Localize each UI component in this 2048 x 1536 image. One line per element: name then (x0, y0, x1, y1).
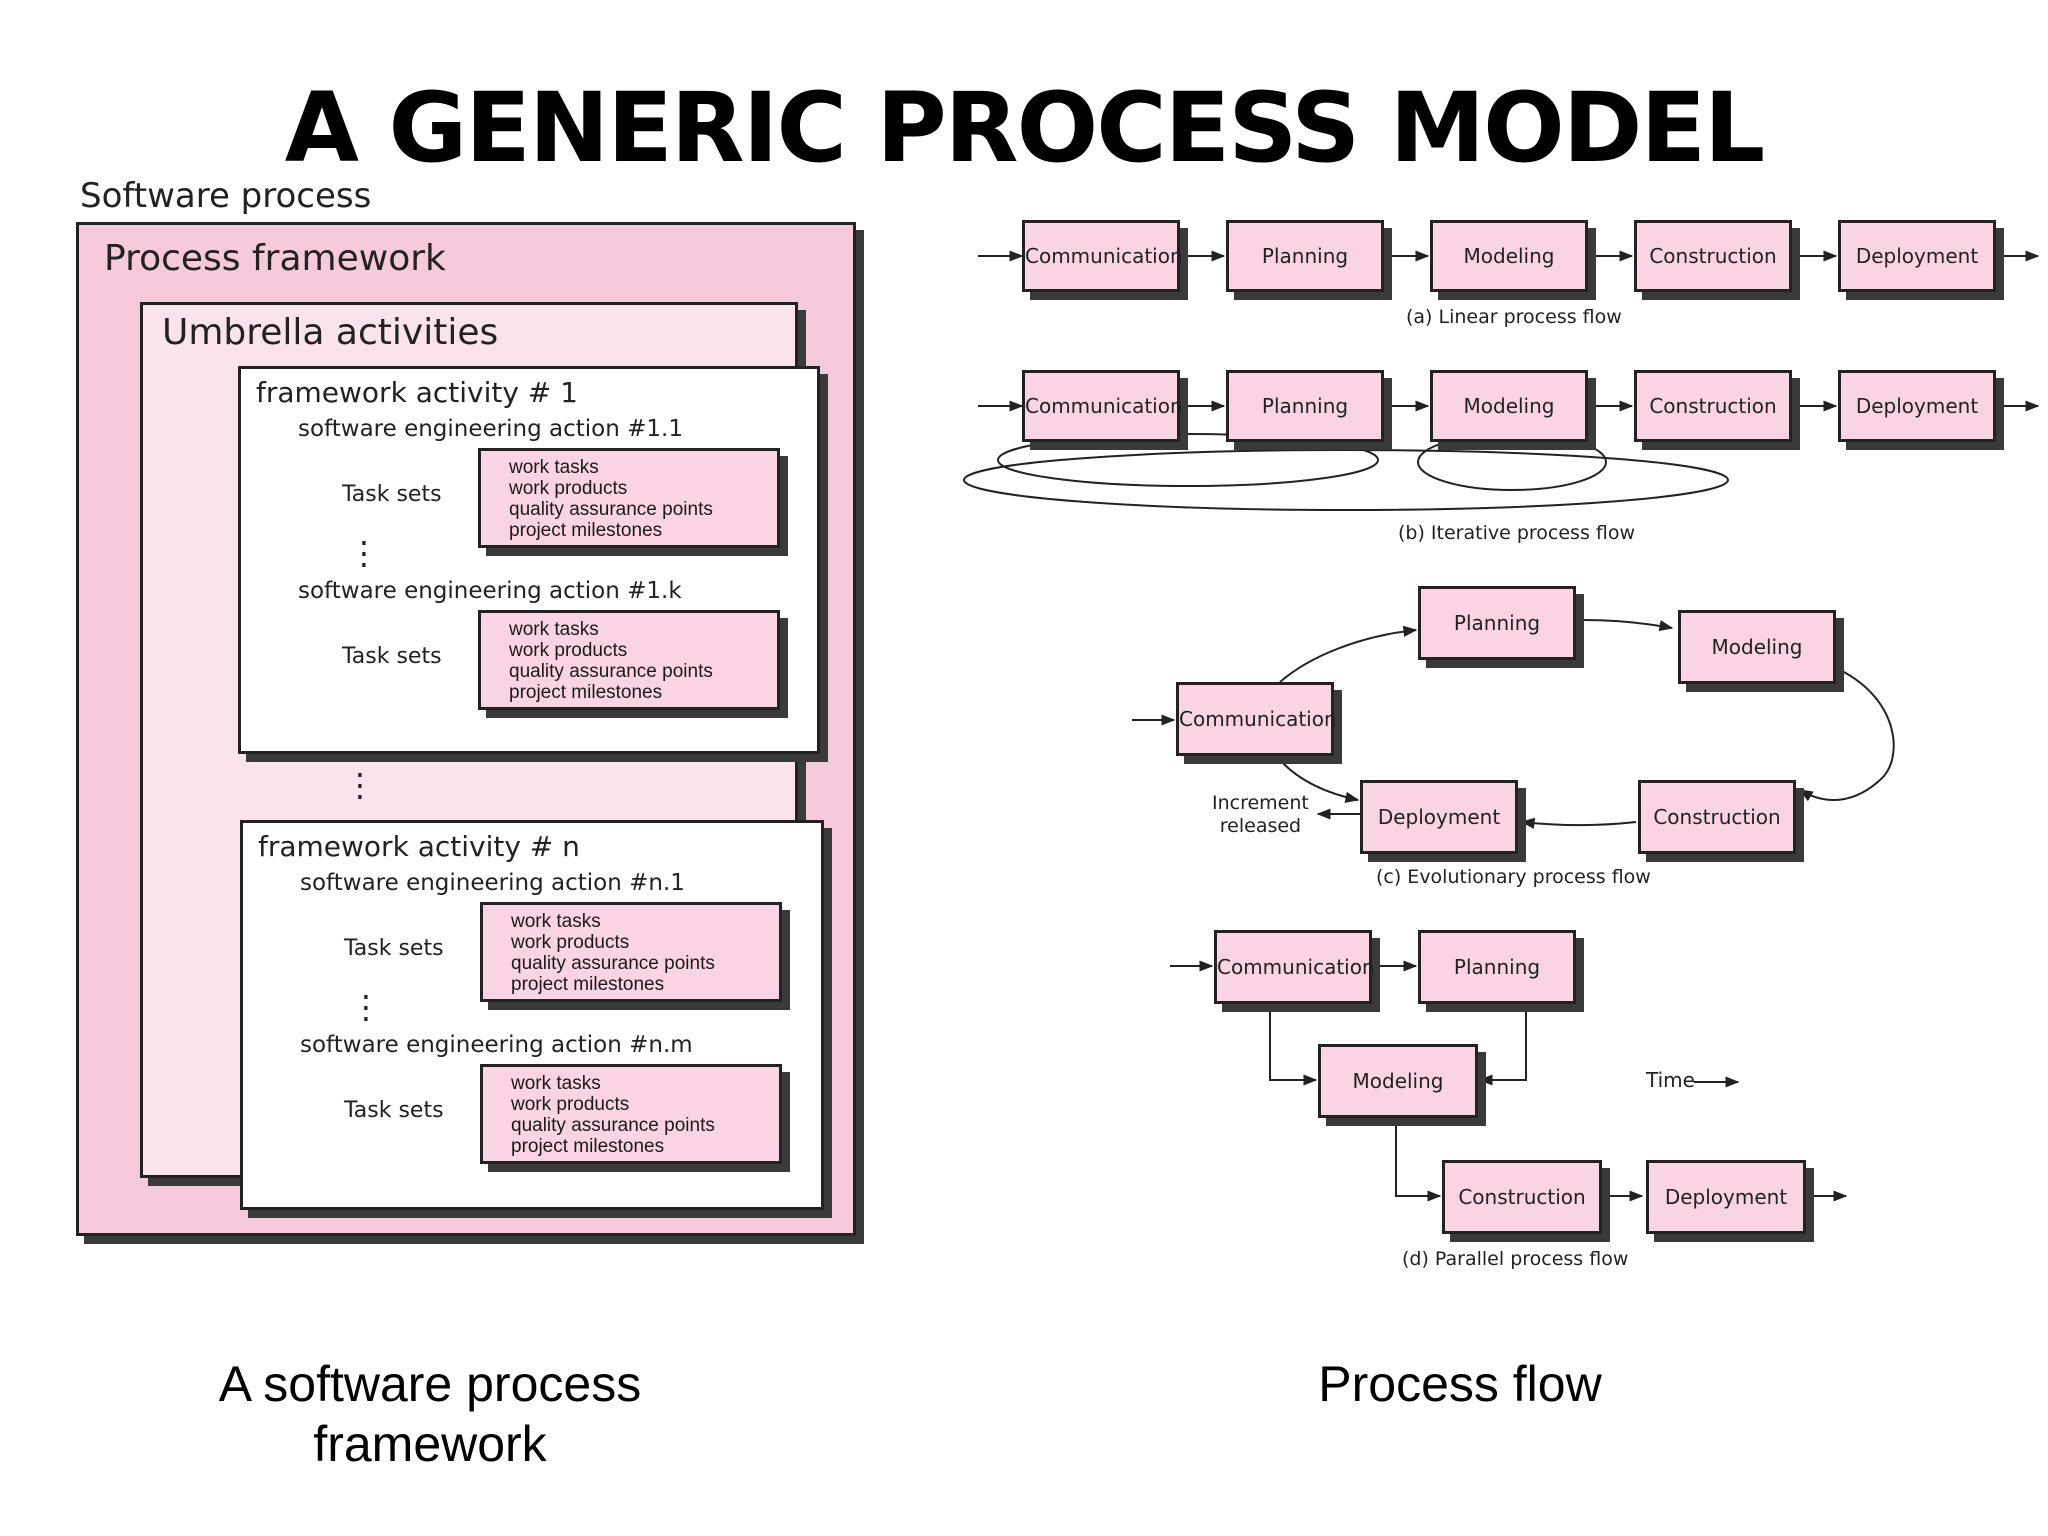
parallel-planning-box: Planning (1418, 930, 1576, 1004)
iterative-planning-box: Planning (1226, 370, 1384, 442)
task-item: quality assurance points (511, 1115, 715, 1136)
parallel-flow-caption: (d) Parallel process flow (1402, 1248, 1629, 1270)
task-item: work tasks (511, 911, 601, 932)
iterative-communication-box: Communication (1022, 370, 1183, 442)
iterative-construction-box: Construction (1634, 370, 1792, 442)
process-framework-label: Process framework (104, 238, 446, 279)
task-item: work products (511, 932, 630, 953)
iteration-loop-right (1417, 433, 1607, 491)
task-item: work tasks (509, 619, 599, 640)
framework-activity-n-title: framework activity # n (258, 830, 580, 863)
evolutionary-planning-box: Planning (1418, 586, 1576, 660)
evolutionary-modeling-box: Modeling (1678, 610, 1836, 684)
action-n-m-label: software engineering action #n.m (300, 1032, 693, 1058)
task-item: quality assurance points (509, 661, 713, 682)
linear-construction-box: Construction (1634, 220, 1792, 292)
linear-modeling-box: Modeling (1430, 220, 1588, 292)
task-set-box-n-m: work tasks work products quality assuran… (480, 1064, 782, 1164)
action-1-k-label: software engineering action #1.k (298, 578, 682, 604)
parallel-deployment-box: Deployment (1646, 1160, 1806, 1234)
slide-title: A GENERIC PROCESS MODEL (284, 72, 1765, 184)
caption-line: framework (313, 1416, 547, 1472)
task-sets-label: Task sets (344, 1098, 444, 1123)
parallel-communication-box: Communication (1214, 930, 1375, 1004)
task-item: project milestones (509, 520, 663, 541)
task-set-box-n-1: work tasks work products quality assuran… (480, 902, 782, 1002)
evolutionary-deployment-box: Deployment (1360, 780, 1518, 854)
caption-line: A software process (218, 1356, 642, 1412)
parallel-flow (1170, 960, 1848, 1202)
evolutionary-flow-caption: (c) Evolutionary process flow (1376, 866, 1651, 888)
software-process-label: Software process (80, 176, 372, 216)
parallel-construction-box: Construction (1442, 1160, 1602, 1234)
iterative-flow-caption: (b) Iterative process flow (1398, 522, 1636, 544)
caption-process-flow: Process flow (1318, 1356, 1602, 1412)
linear-flow-caption: (a) Linear process flow (1406, 306, 1622, 328)
evolutionary-communication-box: Communication (1176, 682, 1337, 756)
parallel-modeling-box: Modeling (1318, 1044, 1478, 1118)
task-set-box-1-k: work tasks work products quality assuran… (478, 610, 780, 710)
task-item: quality assurance points (509, 499, 713, 520)
task-set-box-1-1: work tasks work products quality assuran… (478, 448, 780, 548)
evolutionary-flow (1132, 619, 1895, 829)
iteration-loop-outer (963, 449, 1729, 511)
task-item: work products (509, 640, 628, 661)
evolutionary-construction-box: Construction (1638, 780, 1796, 854)
vertical-ellipsis: ⋮ (350, 988, 382, 1026)
action-n-1-label: software engineering action #n.1 (300, 870, 685, 896)
framework-activity-1-title: framework activity # 1 (256, 376, 578, 409)
task-item: project milestones (509, 682, 663, 703)
vertical-ellipsis: ⋮ (348, 534, 380, 572)
task-item: work tasks (509, 457, 599, 478)
task-item: work tasks (511, 1073, 601, 1094)
linear-deployment-box: Deployment (1838, 220, 1996, 292)
task-sets-label: Task sets (344, 936, 444, 961)
action-1-1-label: software engineering action #1.1 (298, 416, 683, 442)
task-item: work products (509, 478, 628, 499)
task-item: work products (511, 1094, 630, 1115)
increment-released-label: Increment released (1212, 792, 1309, 838)
iterative-deployment-box: Deployment (1838, 370, 1996, 442)
linear-communication-box: Communication (1022, 220, 1183, 292)
vertical-ellipsis: ⋮ (344, 766, 376, 804)
increment-released-line: Increment (1212, 792, 1309, 814)
task-item: quality assurance points (511, 953, 715, 974)
task-sets-label: Task sets (342, 482, 442, 507)
linear-planning-box: Planning (1226, 220, 1384, 292)
task-item: project milestones (511, 1136, 665, 1157)
caption-software-process-framework: A software process framework (130, 1354, 730, 1474)
task-item: project milestones (511, 974, 665, 995)
task-sets-label: Task sets (342, 644, 442, 669)
iterative-modeling-box: Modeling (1430, 370, 1588, 442)
umbrella-activities-label: Umbrella activities (162, 312, 499, 353)
iteration-loop-left (997, 433, 1379, 487)
time-label: Time (1646, 1068, 1695, 1092)
iterative-flow (963, 400, 2040, 511)
increment-released-line: released (1219, 815, 1302, 837)
